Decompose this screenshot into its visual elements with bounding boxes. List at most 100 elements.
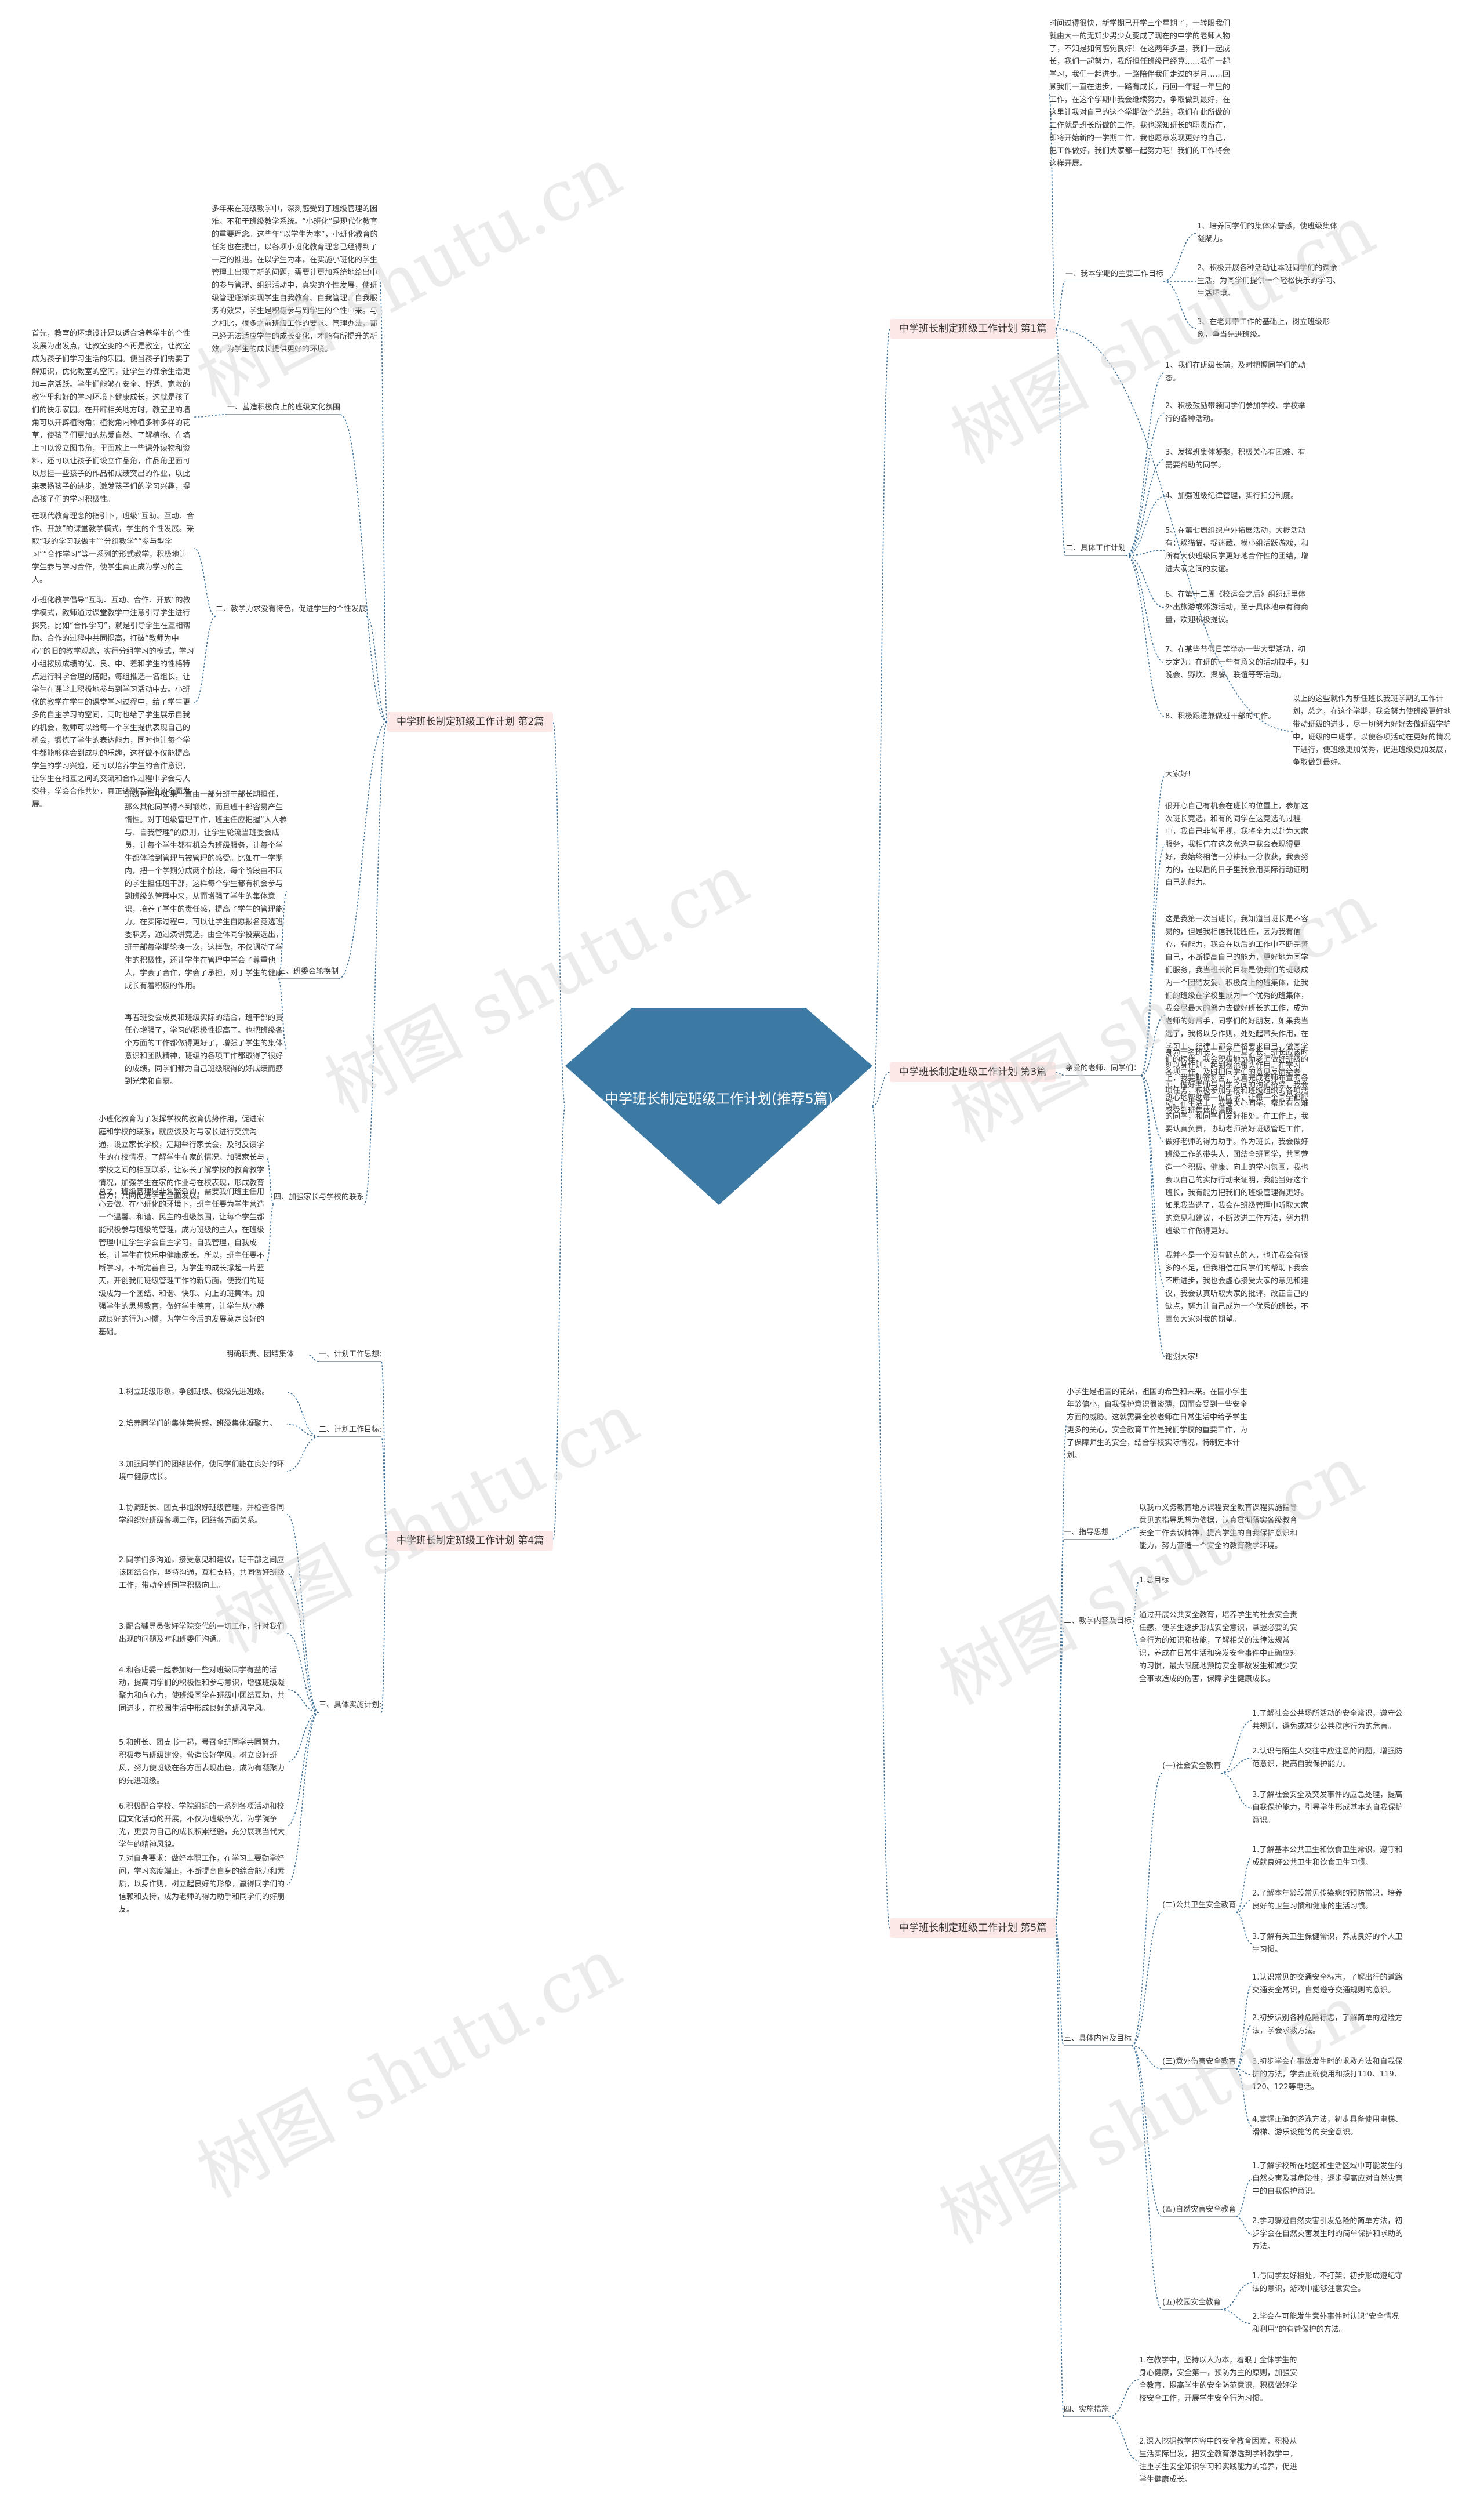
text-node[interactable]: 1.了解社会公共场所活动的安全常识，遵守公共规则，避免或减少公共秩序行为的危害。 bbox=[1252, 1709, 1403, 1731]
text-node[interactable]: 3.了解社会安全及突发事件的应急处理，提高自我保护能力，引导学生形成基本的自我保… bbox=[1252, 1791, 1403, 1825]
connector-line bbox=[1131, 2045, 1163, 2217]
connector-line bbox=[1108, 1527, 1140, 1540]
topic-node[interactable]: (五)校园安全教育 bbox=[1162, 2296, 1221, 2310]
topic-node[interactable]: 一、我本学期的主要工作目标 bbox=[1065, 268, 1164, 281]
topic-node[interactable]: (三)意外伤害安全教育 bbox=[1162, 2056, 1236, 2069]
text-node[interactable]: 5.和班长、团支书一起，号召全班同学共同努力，积极参与班级建设，营造良好学风，树… bbox=[119, 1738, 285, 1785]
topic-node[interactable]: 四、实施措施 bbox=[1064, 2404, 1110, 2417]
connector-line bbox=[872, 328, 890, 1107]
topic-node[interactable]: 二、教学内容及目标 bbox=[1064, 1615, 1132, 1628]
topic-node[interactable]: (四)自然灾害安全教育 bbox=[1162, 2203, 1236, 2217]
text-node[interactable]: 小班化教育为了发挥学校的教育优势作用，促进家庭和学校的联系，就应该及时与家长进行… bbox=[99, 1115, 265, 1200]
connector-line bbox=[1055, 328, 1066, 556]
text-node[interactable]: 3.初步学会在事故发生时的求救方法和自我保护的方法，学会正确使用和拨打110、1… bbox=[1252, 2057, 1403, 2092]
text-node[interactable]: 1.总目标 bbox=[1139, 1576, 1169, 1585]
text-node[interactable]: 3、在老师带工作的基础上，树立班级形象，争当先进班级。 bbox=[1197, 318, 1330, 339]
text-node[interactable]: 2.同学们多沟通，接受意见和建议，班干部之间应该团结合作，坚持沟通，互相支持，共… bbox=[119, 1556, 285, 1590]
text-node[interactable]: 大家好! bbox=[1165, 770, 1191, 779]
text-node[interactable]: 3.了解有关卫生保健常识，养成良好的个人卫生习惯。 bbox=[1252, 1933, 1403, 1954]
text-node[interactable]: 时间过得很快，新学期已开学三个星期了，一转眼我们就由大一的无知少男少女变成了现在… bbox=[1049, 19, 1231, 168]
text-node[interactable]: 7.对自身要求：做好本职工作，在学习上要勤学好问，学习态度端正，不断提高自身的综… bbox=[119, 1854, 285, 1914]
text-node[interactable]: 1.协调班长、团支书组织好班级管理，并检查各同学组织好班级各项工作，团结各方面关… bbox=[119, 1504, 285, 1525]
text-node[interactable]: 明确职责、团结集体 bbox=[226, 1350, 294, 1359]
topic-node[interactable]: 亲爱的老师、同学们： bbox=[1065, 1062, 1141, 1076]
text-node[interactable]: 1.树立班级形象，争创班级、校级先进班级。 bbox=[119, 1388, 270, 1396]
text-node[interactable]: 通过开展公共安全教育，培养学生的社会安全责任感，使学生逐步形成安全意识，掌握必要… bbox=[1139, 1611, 1298, 1683]
text-node[interactable]: 1.在教学中，坚持以人为本，着眼于全体学生的身心健康，安全第一，预防为主的原则，… bbox=[1139, 2356, 1298, 2403]
branch-node[interactable]: 中学班长制定班级工作计划 第4篇 bbox=[387, 1531, 554, 1551]
branch-node[interactable]: 中学班长制定班级工作计划 第5篇 bbox=[890, 1918, 1056, 1938]
text-node[interactable]: 总之，班级管理是非常繁杂的，需要我们班主任用心去做。在小班化的环境下，班主任要为… bbox=[99, 1188, 265, 1337]
topic-node[interactable]: 三、具体实施计划: bbox=[319, 1699, 382, 1712]
connector-line bbox=[278, 978, 288, 1051]
text-node[interactable]: 2.培养同学们的集体荣誉感，班级集体凝聚力。 bbox=[119, 1420, 277, 1428]
branch-node[interactable]: 中学班长制定班级工作计划 第3篇 bbox=[890, 1062, 1056, 1082]
topic-node[interactable]: 二、教学力求爱有特色，促进学生的个性发展 bbox=[216, 603, 367, 616]
text-node[interactable]: 1.认识常见的交通安全标志，了解出行的道路交通安全常识，自觉遵守交通规则的意识。 bbox=[1252, 1973, 1403, 1995]
text-node[interactable]: 4.和各班委一起参加好一些对班级同学有益的活动，提高同学们的积极性和参与意识，增… bbox=[119, 1666, 285, 1713]
text-node[interactable]: 班级管理中如果一直由一部分班干部长期担任，那么其他同学得不到锻炼，而且班干部容易… bbox=[125, 790, 287, 990]
text-node[interactable]: 4.掌握正确的游泳方法，初步具备使用电梯、滑梯、游乐设施等的安全意识。 bbox=[1252, 2115, 1403, 2137]
text-node[interactable]: 小班化教学倡导“互助、互动、合作、开放”的教学模式，教师通过课堂教学中注意引导学… bbox=[32, 596, 194, 809]
text-node[interactable]: 5、在第七周组织户外拓展活动，大概活动有：躲猫猫、捉迷藏、模小组活跃游戏，和所有… bbox=[1165, 527, 1309, 573]
text-node[interactable]: 1.了解学校所在地区和生活区域中可能发生的自然灾害及其危险性，逐步提高应对自然灾… bbox=[1252, 2162, 1403, 2196]
text-node[interactable]: 我并不是一个没有缺点的人，也许我会有很多的不足，但我相信在同学们的帮助下我会不断… bbox=[1165, 1251, 1309, 1324]
connector-line bbox=[1235, 1900, 1253, 1913]
topic-node[interactable]: 一、计划工作思想: bbox=[319, 1348, 382, 1362]
text-node[interactable]: 很开心自己有机会在班长的位置上，参加这次班长竞选，和有的同学在这竞选的过程中，我… bbox=[1165, 802, 1309, 887]
connector-line bbox=[1055, 1072, 1066, 1076]
root-node[interactable]: 中学班长制定班级工作计划(推荐5篇) bbox=[565, 1008, 872, 1205]
text-node[interactable]: 以我市义务教育地方课程安全教育课程实施指导意见的指导思想为依据，认真贯彻落实各级… bbox=[1139, 1504, 1298, 1551]
text-node[interactable]: 2.了解本年龄段常见传染病的预防常识，培养良好的卫生习惯和健康的生活习惯。 bbox=[1252, 1889, 1403, 1911]
text-node[interactable]: 1.与同学友好相处，不打架；初步形成遵纪守法的意识，游戏中能够注意安全。 bbox=[1252, 2272, 1403, 2293]
topic-node[interactable]: (一)社会安全教育 bbox=[1162, 1760, 1221, 1773]
text-node[interactable]: 2.学会在可能发生意外事件时认识“安全情况和利用”的有益保护的方法。 bbox=[1252, 2312, 1399, 2334]
text-node[interactable]: 2.学习躲避自然灾害引发危险的简单方法，初步学会在自然灾害发生时的简单保护和求助… bbox=[1252, 2217, 1403, 2251]
connector-line bbox=[1055, 1539, 1064, 1929]
text-node[interactable]: 2.认识与陌生人交往中应注意的问题，增强防范意识，提高自我保护能力。 bbox=[1252, 1747, 1403, 1769]
text-node[interactable]: 3.配合辅导员做好学院交代的一切工作，针对我们出现的问题及时和班委们沟通。 bbox=[119, 1622, 285, 1644]
text-node[interactable]: 3、发挥班集体凝聚，积极关心有困难、有需要帮助的同学。 bbox=[1165, 448, 1306, 470]
topic-node[interactable]: 一、营造积极向上的班级文化氛围 bbox=[227, 401, 341, 415]
text-node[interactable]: 谢谢大家! bbox=[1165, 1353, 1199, 1362]
text-node[interactable]: 8、积极跟进兼做班干部的工作。 bbox=[1165, 712, 1276, 721]
connector-line bbox=[1163, 233, 1198, 282]
text-node[interactable]: 3.加强同学们的团结协作，使同学们能在良好的环境中健康成长。 bbox=[119, 1460, 285, 1482]
text-node[interactable]: 1、我们在班级长前，及时把握同学们的动态。 bbox=[1165, 361, 1306, 383]
text-node[interactable]: 6.积极配合学校、学院组织的一系列各项活动和校园文化活动的开展，不仅为班级争光，… bbox=[119, 1802, 285, 1849]
topic-node[interactable]: 三、具体内容及目标 bbox=[1064, 2032, 1132, 2046]
text-node[interactable]: 1、培养同学们的集体荣誉感，使班级集体凝聚力。 bbox=[1197, 222, 1338, 244]
text-node[interactable]: 2、积极鼓励带领同学们参加学校、学校举行的各种活动。 bbox=[1165, 402, 1306, 423]
branch-node[interactable]: 中学班长制定班级工作计划 第2篇 bbox=[387, 712, 554, 732]
topic-node[interactable]: (二)公共卫生安全教育 bbox=[1162, 1899, 1236, 1912]
root-shape bbox=[565, 1008, 872, 1205]
text-node[interactable]: 身为一名班长，一个一旦之长，班长应该时刻以身作则，起到模范带头作用。在学习上，我… bbox=[1165, 1048, 1309, 1236]
connector-line bbox=[278, 890, 288, 979]
topic-node[interactable]: 三、班委会轮换制 bbox=[278, 965, 339, 979]
text-node[interactable]: 以上的这些就作为新任班长我班学期的工作计划，总之，在这个学期，我会努力使班级更好… bbox=[1293, 695, 1452, 767]
connector-line bbox=[381, 1436, 388, 1541]
topic-node[interactable]: 一、指导思想 bbox=[1064, 1526, 1110, 1540]
connector-line bbox=[366, 616, 388, 723]
text-node[interactable]: 小学生是祖国的花朵，祖国的希望和未来。在国小学生年龄偏小，自我保护意识很淡薄，因… bbox=[1067, 1388, 1248, 1460]
text-node[interactable]: 6、在第十二周《校运会之后》组织班里体外出旅游或郊游活动，至于具体地点有待商量，… bbox=[1165, 590, 1309, 625]
text-node[interactable]: 4、加强班级纪律管理，实行扣分制度。 bbox=[1165, 492, 1298, 500]
topic-node[interactable]: 四、加强家长与学校的联系 bbox=[274, 1191, 365, 1204]
text-node[interactable]: 7、在某些节假日等举办一些大型活动，初步定为：在班的一些有意义的活动拉手，如晚会… bbox=[1165, 645, 1309, 680]
text-node[interactable]: 多年来在班级教学中，深刻感受到了班级管理的困难。不和于班级教学系统。“小班化”是… bbox=[212, 205, 378, 354]
text-node[interactable]: 2.深入挖掘教学内容中的安全教育因素，积极从生活实际出发，把安全教育渗透到学科教… bbox=[1139, 2437, 1298, 2484]
topic-node[interactable]: 二、计划工作目标: bbox=[319, 1424, 382, 1437]
connector-line bbox=[1125, 555, 1166, 663]
text-node[interactable]: 1.了解基本公共卫生和饮食卫生常识，遵守和成就良好公共卫生和饮食卫生习惯。 bbox=[1252, 1846, 1403, 1867]
text-node[interactable]: 再者班委会成员和班级实际的结合，班干部的责任心增强了，学习的积极性提高了。也把班… bbox=[125, 1014, 283, 1086]
text-node[interactable]: 在现代教育理念的指引下，班级“互助、互动、合作、开放”的课堂教学模式，学生的个性… bbox=[32, 512, 194, 584]
topic-node[interactable]: 二、具体工作计划 bbox=[1065, 542, 1126, 556]
text-node[interactable]: 这是我第一次当班长，我知道当班长是不容易的，但是我相信我能胜任，因为我有信心，有… bbox=[1165, 915, 1309, 1115]
branch-node[interactable]: 中学班长制定班级工作计划 第1篇 bbox=[890, 319, 1056, 339]
text-node[interactable]: 首先，教室的环境设计是以适合培养学生的个性发展为出发点，让教室变的不再是教室，让… bbox=[32, 329, 191, 504]
connector-line bbox=[379, 279, 388, 723]
text-node[interactable]: 2、积极开展各种活动让本班同学们的课余生活，为同学们提供一个轻松快乐的学习、生活… bbox=[1197, 264, 1341, 298]
text-node[interactable]: 2.初步识别各种危险标志，了解简单的避险方法，学会求救方法。 bbox=[1252, 2014, 1403, 2035]
connector-line bbox=[1235, 2024, 1253, 2070]
